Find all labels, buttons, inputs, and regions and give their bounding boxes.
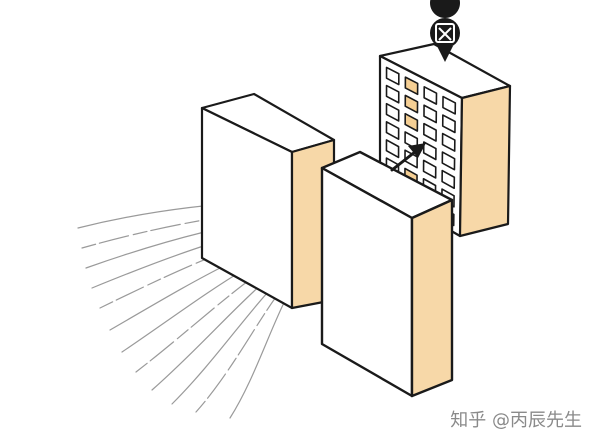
building-window (385, 84, 400, 104)
wind-line (195, 259, 311, 413)
building-window (423, 86, 438, 105)
building-window (441, 151, 456, 171)
back-building (200, 92, 336, 310)
watermark: 知乎 @丙辰先生 (450, 410, 582, 431)
building-window (441, 132, 456, 152)
building-window (404, 112, 419, 132)
front-building-side (410, 198, 454, 398)
building-window (442, 95, 457, 115)
building-window (385, 121, 400, 140)
building-window (385, 66, 400, 86)
building-window (423, 122, 437, 142)
building-window (385, 139, 400, 159)
target-building-side (458, 84, 512, 238)
arrow-up-right-icon (390, 143, 426, 172)
building-window (441, 169, 456, 190)
building-window (441, 114, 456, 134)
front-building (320, 150, 454, 398)
map-pin-icon (430, 0, 460, 62)
building-window (423, 104, 438, 124)
building-window (404, 76, 419, 96)
wind-line (81, 205, 319, 249)
building-window (422, 159, 437, 179)
building-window (385, 102, 400, 122)
building-window (422, 141, 437, 161)
building-window (404, 94, 419, 114)
